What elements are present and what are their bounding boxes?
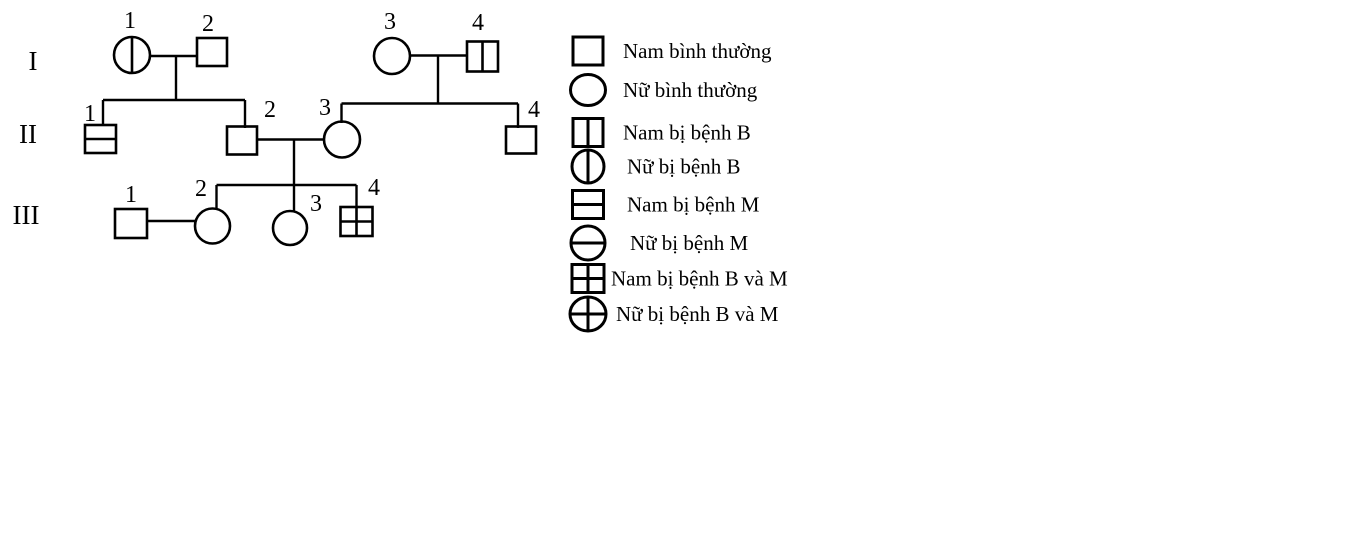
relationship-lines: [101, 54, 520, 223]
legend-nam-binh-thuong-icon-shape: [571, 35, 605, 67]
individual-III-1-shape: [113, 207, 149, 240]
individual-II-2-number: 2: [264, 97, 276, 123]
individual-II-2: 2: [225, 97, 276, 156]
legend-label-nam-bi-benh-b-va-m: Nam bị bệnh B và M: [611, 267, 788, 291]
individual-III-4-number: 4: [368, 175, 380, 201]
individual-I-3-shape: [372, 36, 412, 76]
individual-I-4: 4: [465, 10, 500, 73]
legend-item-nu-bi-benh-b: Nữ bị bệnh B: [570, 148, 740, 185]
legend-item-nu-bi-benh-m: Nữ bị bệnh M: [569, 224, 748, 262]
individual-III-1-number: 1: [125, 182, 137, 208]
legend-item-nam-bi-benh-m: Nam bị bệnh M: [571, 189, 760, 220]
legend-label-nu-bi-benh-b: Nữ bị bệnh B: [627, 155, 740, 179]
individual-III-3-number: 3: [310, 191, 322, 217]
individual-III-4: 4: [339, 175, 380, 238]
generation-label-III: III: [13, 200, 40, 230]
generation-label-I: I: [29, 46, 38, 76]
individual-II-3-number: 3: [319, 95, 331, 121]
legend-item-nam-bi-benh-b: Nam bị bệnh B: [571, 117, 751, 148]
individual-I-3-number: 3: [384, 9, 396, 35]
legend-item-nam-binh-thuong: Nam bình thường: [571, 35, 772, 67]
legend-label-nu-bi-benh-m: Nữ bị bệnh M: [630, 231, 748, 255]
individual-I-1-number: 1: [124, 8, 136, 34]
individual-II-1: 1: [83, 101, 118, 155]
individual-II-3: 3: [319, 95, 362, 159]
individual-II-2-shape: [225, 125, 259, 156]
individual-II-4-number: 4: [528, 97, 540, 123]
individual-II-4-shape: [504, 125, 538, 155]
individual-III-3-shape: [271, 209, 309, 247]
legend-nu-binh-thuong-icon-shape: [569, 73, 607, 107]
legend-label-nu-bi-benh-b-va-m: Nữ bị bệnh B và M: [616, 302, 779, 326]
individuals: 1 2 3 4 1 2 3 4 1 2 3 4: [83, 8, 540, 247]
legend-item-nam-bi-benh-b-va-m: Nam bị bệnh B và M: [570, 263, 788, 294]
legend-label-nam-binh-thuong: Nam bình thường: [623, 39, 772, 63]
legend-item-nu-bi-benh-b-va-m: Nữ bị bệnh B và M: [568, 295, 779, 333]
generation-label-II: II: [19, 119, 37, 149]
legend-item-nu-binh-thuong: Nữ bình thường: [569, 73, 758, 107]
individual-III-3: 3: [271, 191, 322, 247]
legend-label-nam-bi-benh-b: Nam bị bệnh B: [623, 121, 751, 145]
individual-I-2: 2: [195, 11, 229, 68]
individual-III-2: 2: [193, 176, 232, 245]
individual-I-4-number: 4: [472, 10, 484, 36]
individual-I-2-shape: [195, 36, 229, 68]
individual-II-1-number: 1: [84, 101, 96, 127]
individual-I-1: 1: [112, 8, 152, 75]
individual-III-2-number: 2: [195, 176, 207, 202]
individual-III-1: 1: [113, 182, 149, 240]
legend-label-nam-bi-benh-m: Nam bị bệnh M: [627, 193, 760, 217]
individual-III-2-shape: [193, 207, 232, 245]
legend-label-nu-binh-thuong: Nữ bình thường: [623, 78, 758, 102]
individual-I-2-number: 2: [202, 11, 214, 37]
individual-II-4: 4: [504, 97, 540, 155]
individual-I-3: 3: [372, 9, 412, 76]
individual-II-3-shape: [322, 120, 362, 159]
